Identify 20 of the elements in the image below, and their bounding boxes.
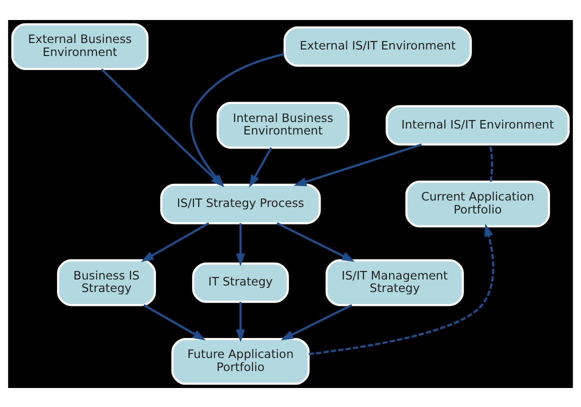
node-box: IS/IT Strategy Process [160,183,321,224]
arrow [280,304,352,340]
node-box: Internal IS/IT Environment [386,104,570,145]
node-box: Current Application Portfolio [405,180,550,227]
node-box: External IS/IT Environment [284,26,472,66]
arrow [308,223,494,355]
connector [489,144,494,182]
arrow [143,304,206,340]
arrow [236,301,245,342]
node-box: External Business Environment [11,22,149,70]
arrow [236,222,245,266]
node-box: IT Strategy [192,262,289,302]
node-box: Internal Business Environtment [216,101,350,148]
arrow [249,146,272,188]
arrow [140,222,210,262]
node-box: Business IS Strategy [57,258,156,306]
arrow [294,143,422,186]
node-box: IS/IT Management Strategy [326,258,464,306]
arrow [276,222,355,262]
node-box: Future Application Portfolio [171,338,310,384]
